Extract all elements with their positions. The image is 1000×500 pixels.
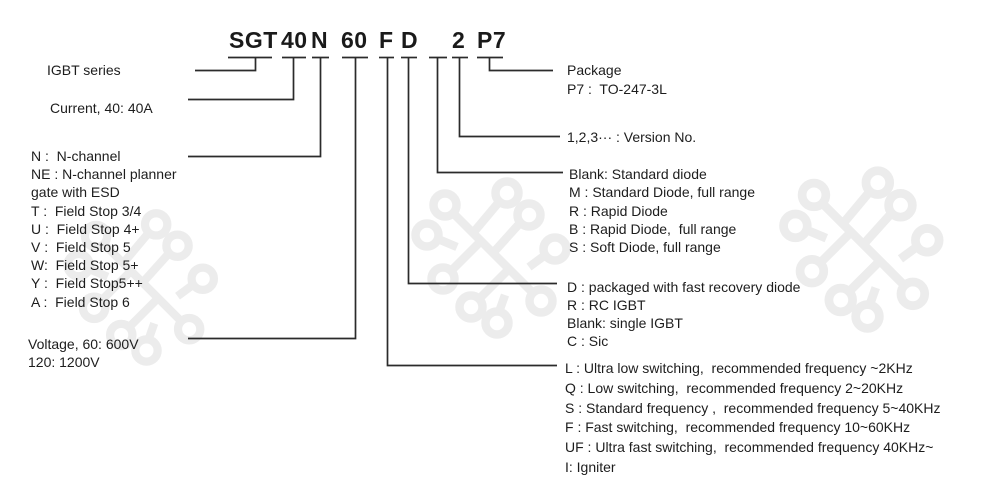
- label-current: Current, 40: 40A: [50, 99, 153, 117]
- label-line: T : Field Stop 3/4: [31, 202, 142, 219]
- label-line: R : RC IGBT: [567, 297, 646, 313]
- connector-lines: [188, 56, 563, 367]
- label-line: UF : Ultra fast switching, recommended f…: [565, 439, 934, 456]
- connector-channel: [188, 57, 322, 158]
- label-line: B : Rapid Diode, full range: [569, 220, 737, 237]
- label-line: F : Fast switching, recommended frequenc…: [565, 419, 911, 436]
- label-line: gate with ESD: [31, 184, 120, 201]
- circuit-watermark-icon: [416, 182, 567, 335]
- label-package: Package P7 : TO-247-3L: [567, 61, 667, 99]
- part-segment-channel: N: [311, 27, 329, 53]
- part-segment-voltage: 60: [341, 27, 368, 53]
- connector-series: [195, 57, 257, 72]
- label-line: V : Field Stop 5: [31, 239, 131, 256]
- label-igbt-series: IGBT series: [47, 61, 121, 79]
- label-line: S : Soft Diode, full range: [569, 239, 721, 256]
- label-line: A : Field Stop 6: [31, 293, 130, 310]
- label-line: 1,2,3··· : Version No.: [567, 129, 697, 145]
- part-segment-current: 40: [281, 27, 308, 53]
- label-line: 120: 1200V: [28, 354, 100, 370]
- part-segment-version: 2: [452, 27, 466, 53]
- label-line: M : Standard Diode, full range: [569, 184, 755, 201]
- label-line: IGBT series: [47, 62, 121, 78]
- label-igbt-configuration: D : packaged with fast recovery diode R :…: [567, 278, 800, 350]
- label-line: W: Field Stop 5+: [31, 257, 139, 274]
- connector-config: [407, 57, 557, 285]
- label-line: Package: [567, 62, 622, 78]
- label-line: R : Rapid Diode: [569, 202, 668, 219]
- label-line: L : Ultra low switching, recommended fre…: [565, 360, 913, 376]
- label-switching-speed: L : Ultra low switching, recommended fre…: [565, 359, 941, 478]
- part-segment-config: D: [401, 27, 419, 53]
- label-line: Blank: single IGBT: [567, 315, 683, 331]
- connector-voltage: [188, 57, 357, 340]
- label-line: NE : N-channel planner: [31, 166, 177, 183]
- label-line: Blank: Standard diode: [569, 166, 707, 182]
- circuit-watermark-icon: [784, 171, 940, 329]
- label-line: N : N-channel: [31, 148, 121, 164]
- connector-package: [488, 57, 553, 72]
- label-line: Voltage, 60: 600V: [28, 336, 139, 352]
- label-line: S : Standard frequency , recommended fre…: [565, 399, 941, 416]
- connector-switching: [386, 57, 557, 367]
- connector-diode: [436, 57, 563, 174]
- label-diode-type: Blank: Standard diode M : Standard Diode,…: [569, 165, 755, 256]
- part-segment-switching: F: [379, 27, 394, 53]
- label-line: Y : Field Stop5++: [31, 275, 143, 292]
- part-segment-series: SGT: [229, 27, 278, 53]
- label-line: I: Igniter: [565, 458, 616, 475]
- label-line: Current, 40: 40A: [50, 100, 153, 116]
- label-version: 1,2,3··· : Version No.: [567, 128, 696, 146]
- part-segment-package: P7: [477, 27, 507, 53]
- connector-version: [458, 57, 560, 138]
- label-line: Q : Low switching, recommended frequency…: [565, 379, 904, 396]
- label-line: C : Sic: [567, 333, 609, 349]
- connector-current: [188, 57, 295, 101]
- label-line: P7 : TO-247-3L: [567, 81, 667, 97]
- label-line: U : Field Stop 4+: [31, 220, 140, 237]
- label-voltage: Voltage, 60: 600V 120: 1200V: [28, 335, 139, 371]
- label-line: D : packaged with fast recovery diode: [567, 279, 801, 295]
